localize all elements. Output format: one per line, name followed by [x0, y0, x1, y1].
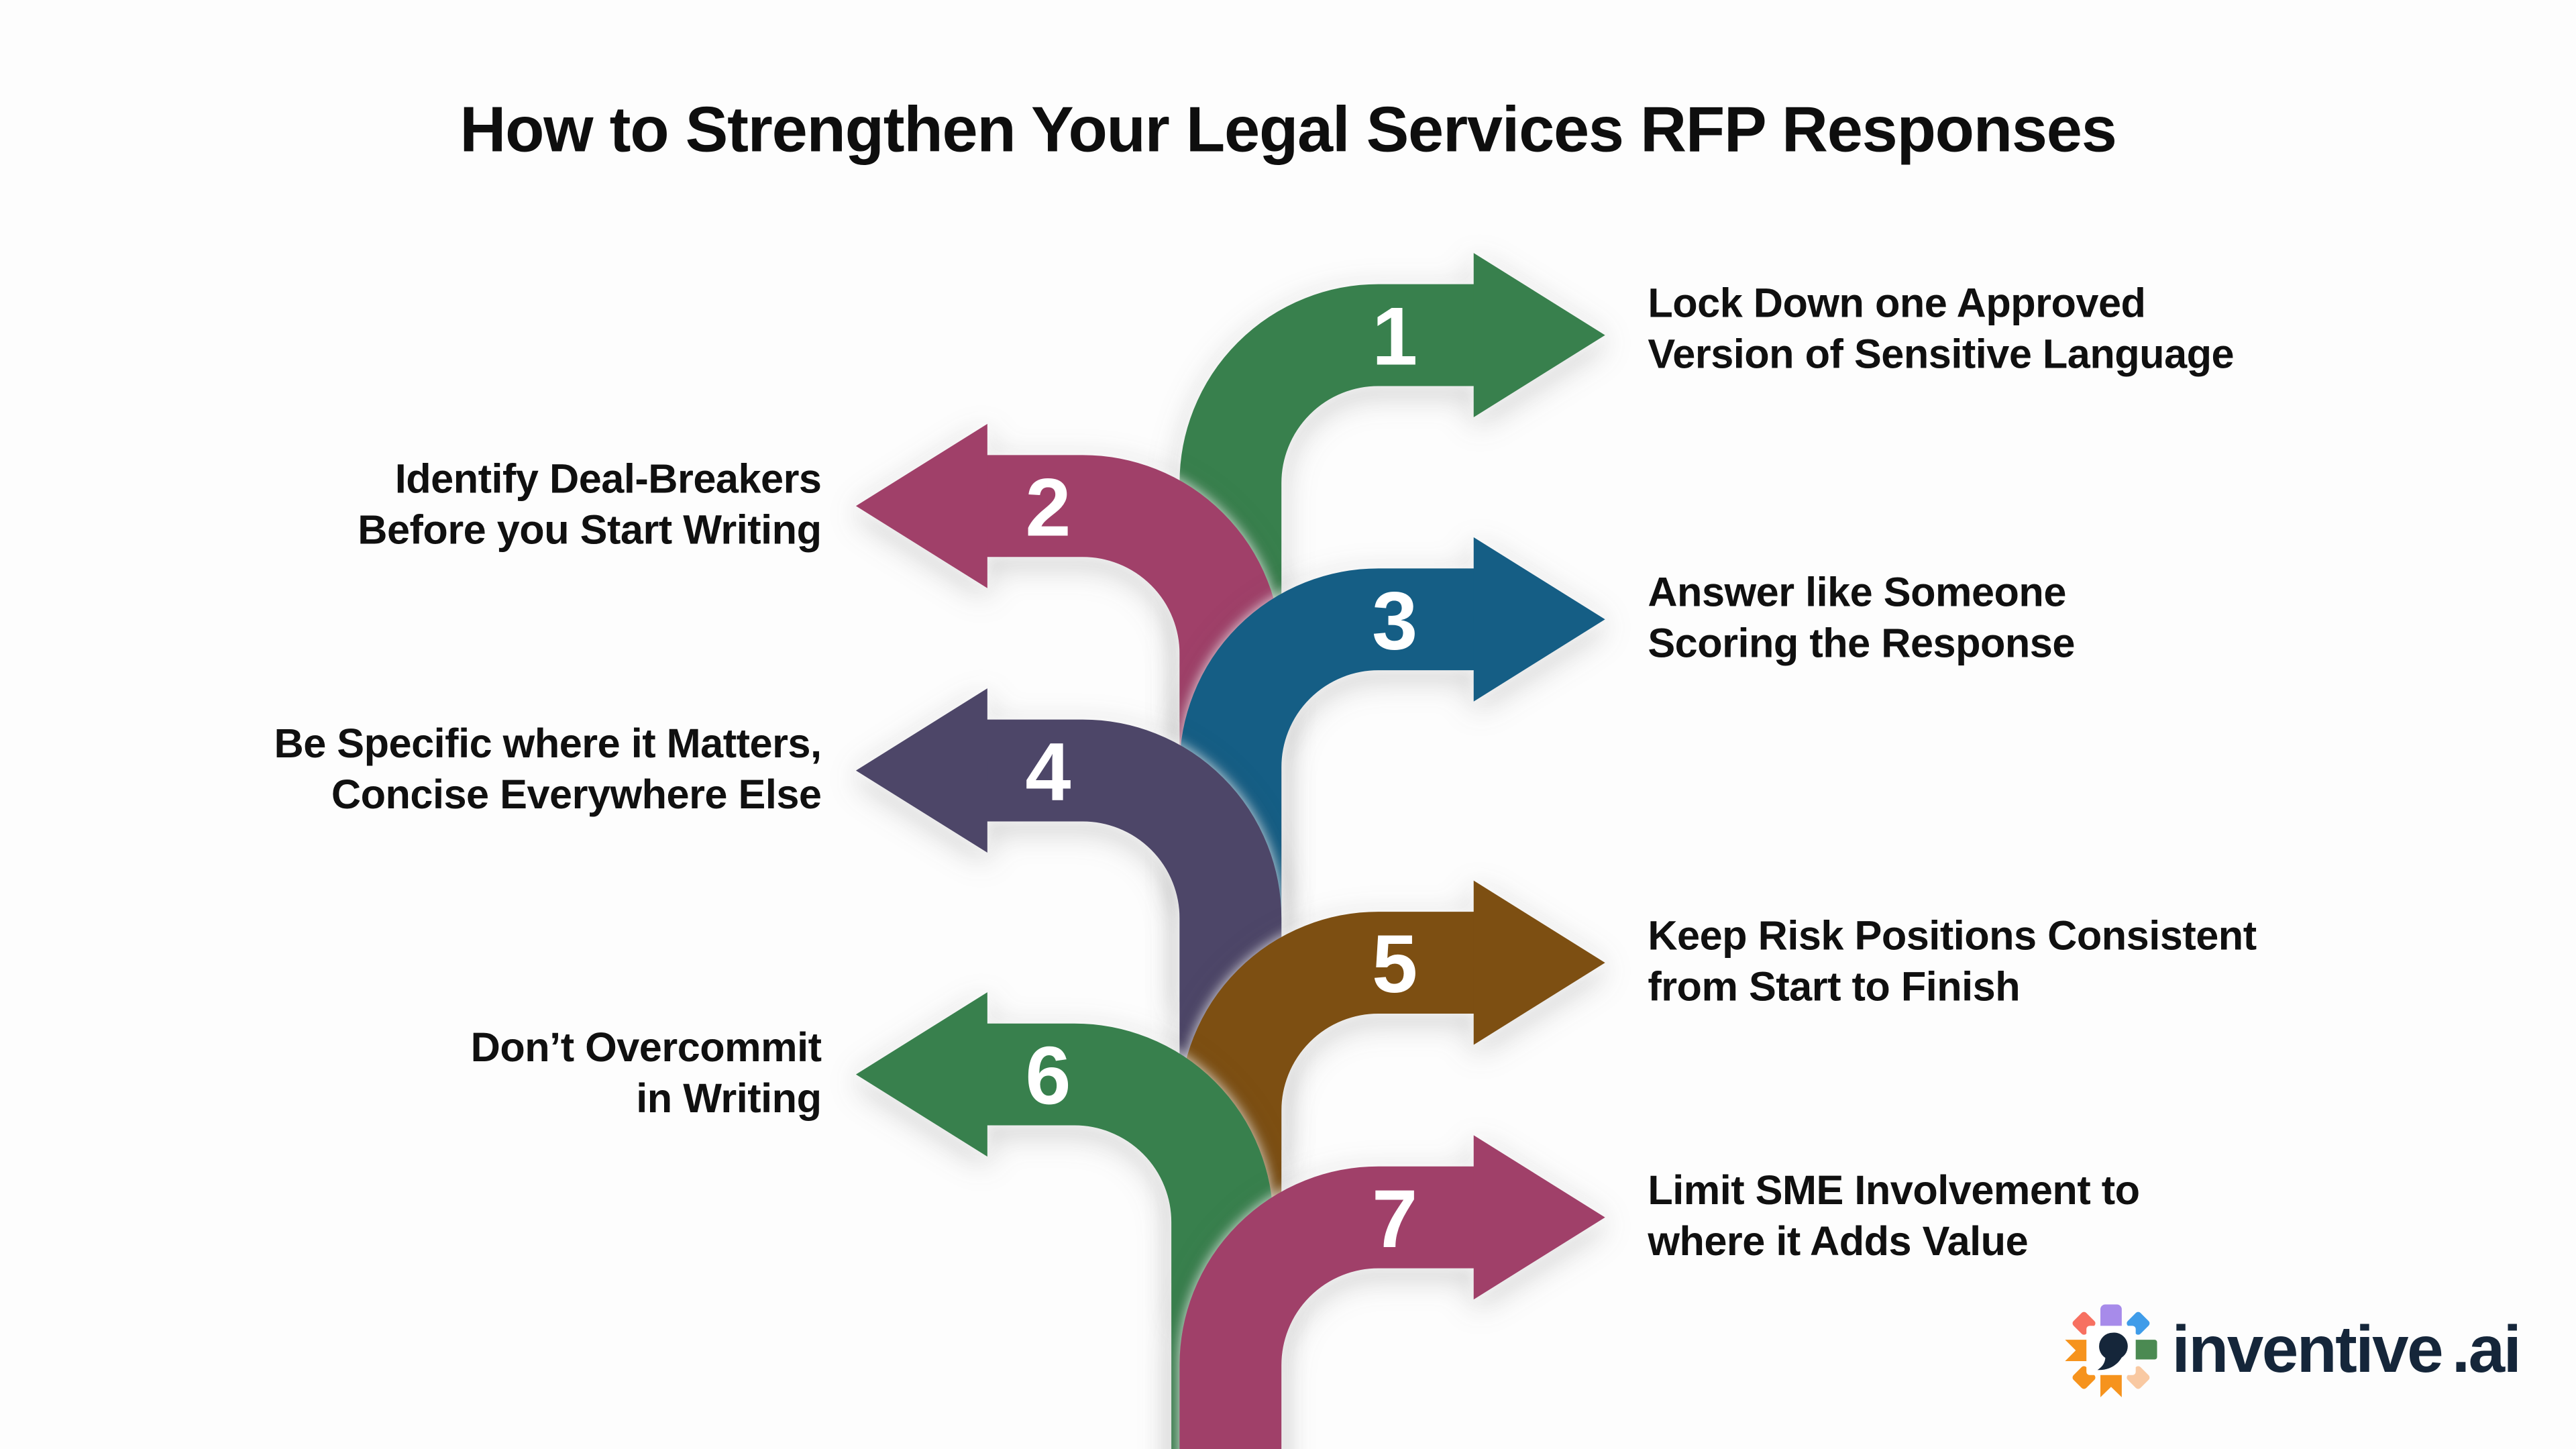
brand-logo: inventive.ai: [2063, 1301, 2522, 1400]
arrow-head: [1473, 537, 1605, 702]
arrow-head: [855, 688, 987, 853]
arrow-head: [855, 992, 987, 1157]
arrow-step-5: 5: [1179, 880, 1605, 1315]
arrow-step-1: 1: [1179, 253, 1605, 723]
page-title: How to Strengthen Your Legal Services RF…: [460, 95, 2116, 166]
step-label-1: Lock Down one Approved Version of Sensit…: [1648, 280, 2235, 378]
brand-suffix: .ai: [2451, 1313, 2522, 1386]
arrow-number: 1: [1372, 290, 1417, 382]
step-label-7: Limit SME Involvement to where it Adds V…: [1648, 1168, 2140, 1265]
arrow-number: 6: [1025, 1030, 1071, 1122]
arrow-step-4: 4: [855, 688, 1282, 1150]
brand-name: inventive: [2171, 1313, 2444, 1386]
arrow-shaft: [1179, 1166, 1477, 1449]
arrow-number: 2: [1025, 461, 1071, 553]
arrow-shaft: [983, 455, 1282, 896]
arrow-number: 7: [1372, 1173, 1417, 1265]
step-label-6: Don’t Overcommit in Writing: [470, 1025, 822, 1122]
arrow-head: [1473, 880, 1605, 1045]
arrow-shaft: [1179, 912, 1477, 1315]
arrow-number: 5: [1372, 918, 1417, 1010]
arrow-shaft: [983, 719, 1282, 1150]
arrow-shaft: [983, 1023, 1273, 1449]
step-label-4: Be Specific where it Matters, Concise Ev…: [274, 721, 822, 818]
arrow-shaft: [1179, 284, 1477, 723]
step-label-5: Keep Risk Positions Consistent from Star…: [1648, 913, 2257, 1011]
logo-petal-left: [2065, 1340, 2092, 1361]
arrow-head: [1473, 253, 1605, 418]
logo-petal-top: [2100, 1304, 2122, 1331]
arrow-number: 3: [1372, 574, 1417, 666]
arrow-step-6: 6: [855, 992, 1273, 1449]
arrow-head: [855, 423, 987, 588]
arrow-number: 4: [1025, 726, 1071, 818]
step-label-3: Answer like Someone Scoring the Response: [1648, 570, 2075, 667]
logo-petal-bottom: [2100, 1370, 2122, 1397]
arrow-shaft: [1179, 568, 1477, 1002]
arrow-step-2: 2: [855, 423, 1282, 896]
arrow-step-3: 3: [1179, 537, 1605, 1002]
inventive-flower-icon: [2065, 1304, 2157, 1397]
arrow-step-7: 7: [1179, 1135, 1605, 1449]
logo-petal-right: [2132, 1340, 2157, 1360]
brand-wordmark: inventive.ai: [2171, 1313, 2522, 1387]
arrow-head: [1473, 1135, 1605, 1300]
step-label-2: Identify Deal-Breakers Before you Start …: [358, 456, 822, 554]
logo-comma-mark: [2097, 1332, 2128, 1371]
